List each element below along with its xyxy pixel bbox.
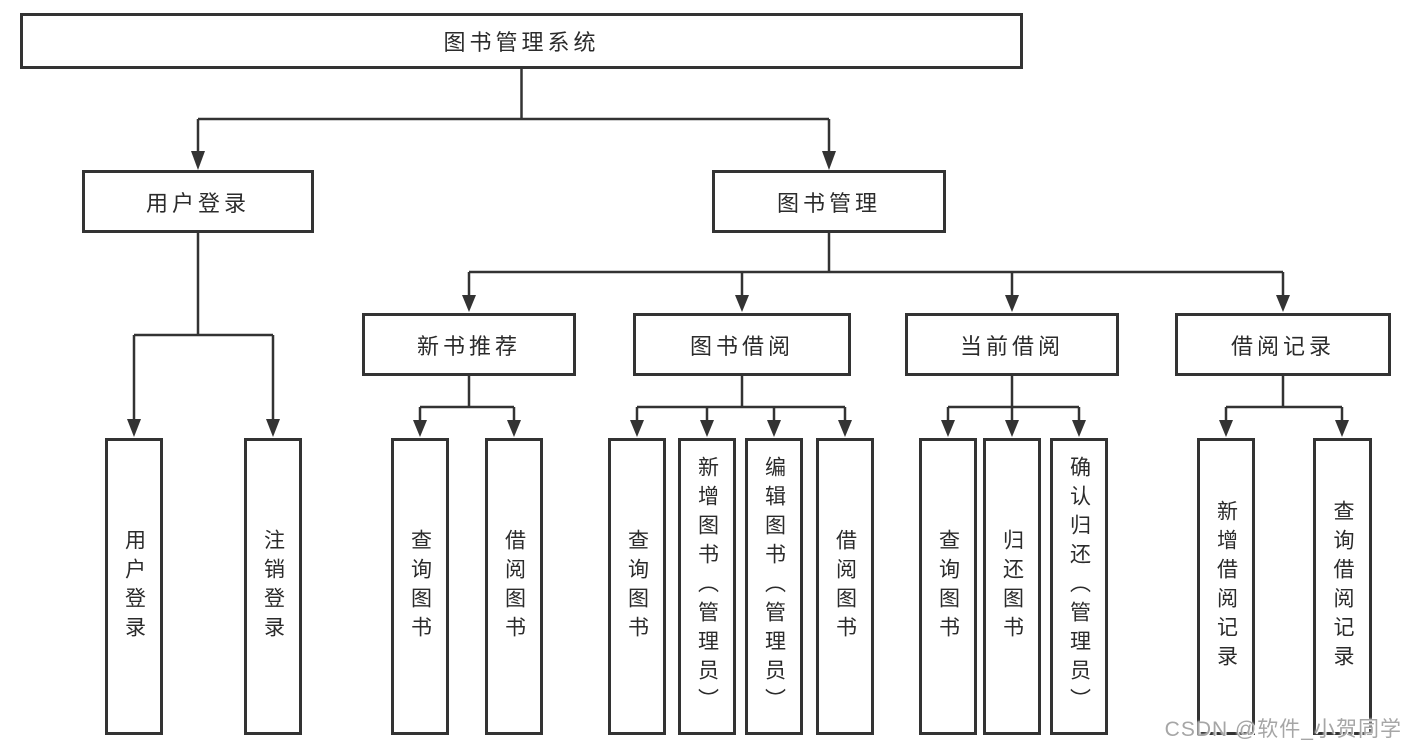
csdn-watermark: CSDN @软件_小贺同学: [1164, 718, 1402, 741]
node-current-borrowing: 当前借阅: [905, 313, 1119, 376]
node-label: 用户登录: [145, 190, 250, 216]
connector-borrow-record-children: [1219, 376, 1349, 437]
node-label: 注销登录: [261, 528, 285, 645]
node-label: 借阅记录: [1230, 333, 1335, 359]
node-label: 借阅图书: [833, 528, 857, 645]
leaf-return-books: 归还图书: [983, 438, 1041, 735]
leaf-query-books-current: 查询图书: [919, 438, 977, 735]
connector-book-management-children: [462, 233, 1290, 312]
node-user-login-branch: 用户登录: [82, 170, 314, 233]
node-label: 新增图书（管理员）: [695, 456, 719, 717]
node-new-book-recommendation: 新书推荐: [362, 313, 576, 376]
leaf-add-borrow-record: 新增借阅记录: [1197, 438, 1255, 735]
node-label: 借阅图书: [502, 528, 526, 645]
leaf-logout: 注销登录: [244, 438, 302, 735]
node-label: 图书管理系统: [443, 30, 600, 55]
node-root-system: 图书管理系统: [20, 13, 1023, 69]
node-label: 新书推荐: [416, 333, 521, 359]
node-borrowing-records: 借阅记录: [1175, 313, 1391, 376]
node-book-borrowing: 图书借阅: [633, 313, 851, 376]
node-label: 查询图书: [936, 528, 960, 645]
node-label: 用户登录: [122, 528, 146, 645]
leaf-query-books-borrowing: 查询图书: [608, 438, 666, 735]
leaf-borrow-books-borrowing: 借阅图书: [816, 438, 874, 735]
node-label: 查询图书: [625, 528, 649, 645]
node-label: 当前借阅: [959, 333, 1064, 359]
leaf-confirm-return-admin: 确认归还（管理员）: [1050, 438, 1108, 735]
node-label: 归还图书: [1000, 528, 1024, 645]
leaf-edit-book-admin: 编辑图书（管理员）: [745, 438, 803, 735]
node-label: 查询图书: [408, 528, 432, 645]
connector-root-to-level2: [191, 69, 836, 170]
connector-current-borrow-children: [941, 376, 1086, 437]
leaf-query-books-recommend: 查询图书: [391, 438, 449, 735]
node-label: 查询借阅记录: [1331, 499, 1354, 674]
node-label: 确认归还（管理员）: [1067, 456, 1091, 717]
connector-book-borrow-children: [630, 376, 852, 437]
node-label: 图书管理: [776, 190, 881, 216]
node-book-management: 图书管理: [712, 170, 946, 233]
leaf-user-login: 用户登录: [105, 438, 163, 735]
connector-new-book-children: [413, 376, 521, 437]
connector-user-login-children: [127, 233, 280, 437]
node-label: 图书借阅: [689, 333, 794, 359]
node-label: 新增借阅记录: [1214, 499, 1238, 674]
leaf-borrow-books-recommend: 借阅图书: [485, 438, 543, 735]
node-label: 编辑图书（管理员）: [762, 456, 786, 717]
leaf-query-borrow-record: 查询借阅记录: [1313, 438, 1372, 735]
leaf-add-book-admin: 新增图书（管理员）: [678, 438, 736, 735]
